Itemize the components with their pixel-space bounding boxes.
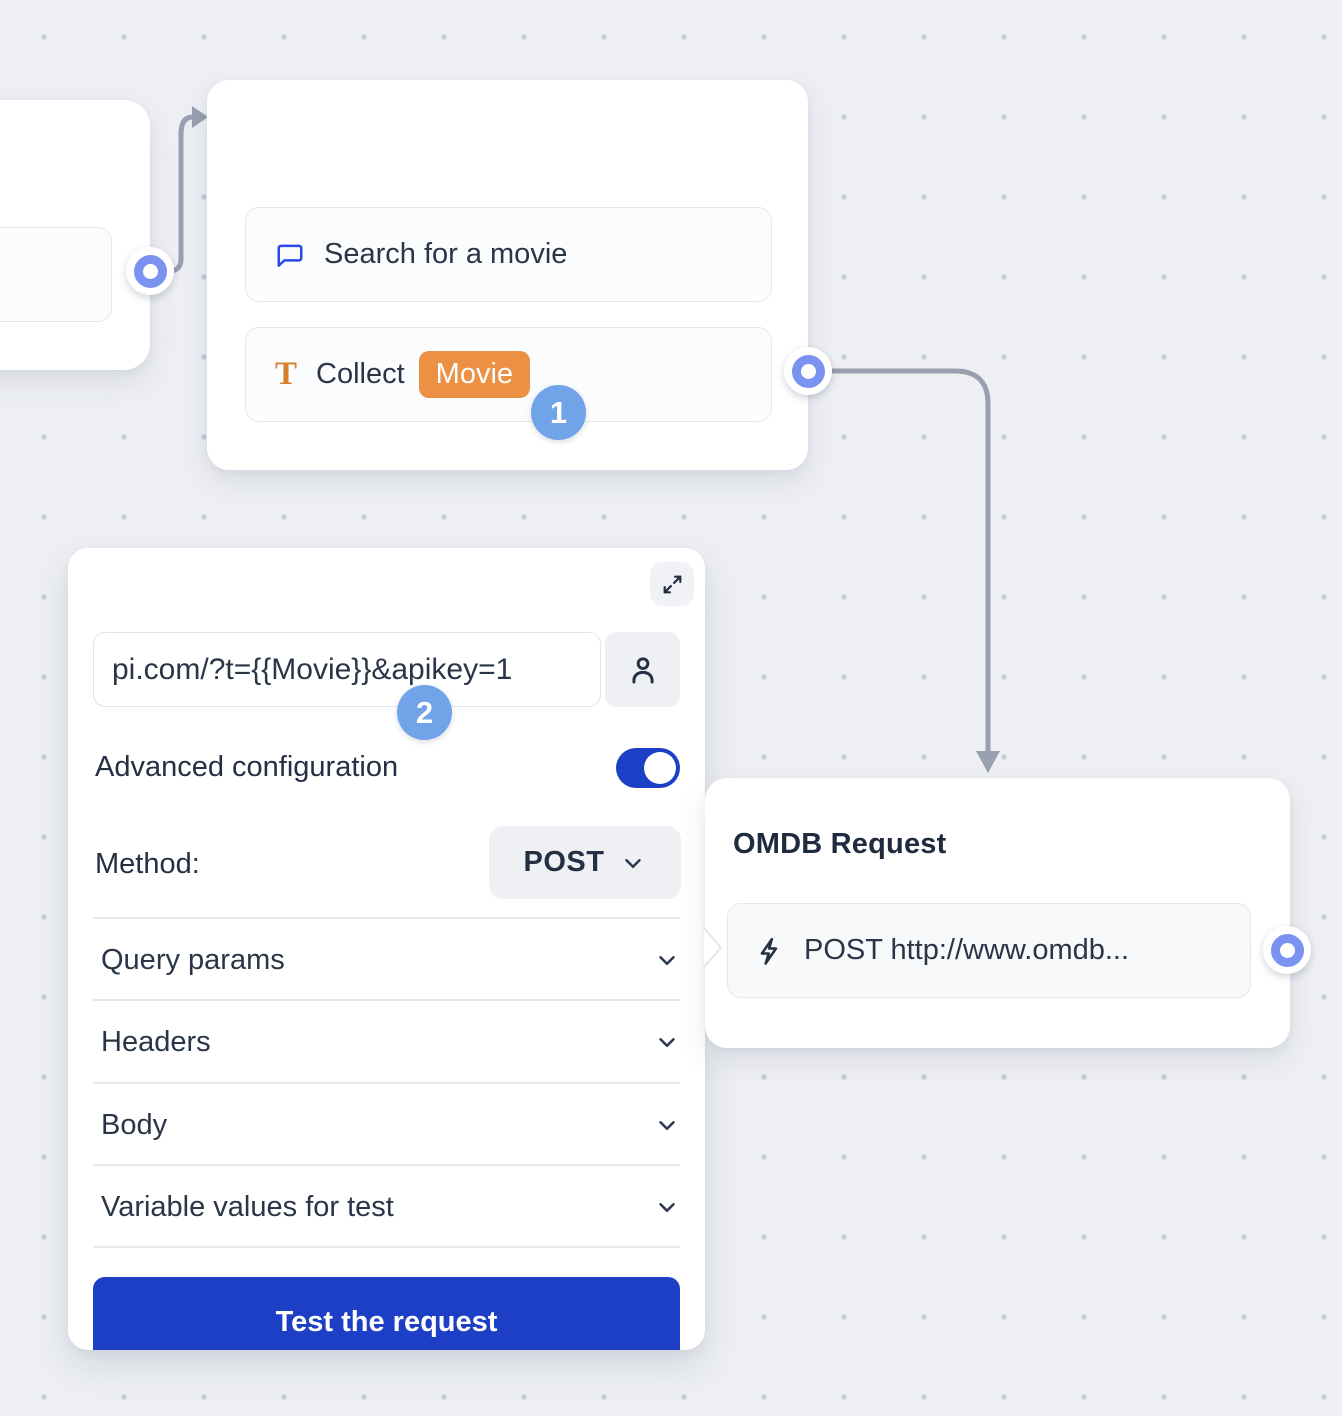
divider xyxy=(93,917,680,919)
port-ring xyxy=(133,254,167,288)
method-value: POST xyxy=(523,846,605,878)
step-label: Collect xyxy=(316,358,405,390)
test-request-button[interactable]: Test the request xyxy=(93,1277,680,1350)
divider xyxy=(93,999,680,1001)
collect-input-step[interactable]: T Collect Movie xyxy=(245,327,772,422)
divider xyxy=(93,1164,680,1166)
chevron-down-icon xyxy=(654,1112,680,1138)
chevron-down-icon xyxy=(654,1194,680,1220)
chat-bubble-icon xyxy=(275,240,305,270)
output-port-movie-search[interactable] xyxy=(784,347,832,395)
omdb-input-notch xyxy=(703,927,722,968)
output-port-previous-node[interactable] xyxy=(126,247,174,295)
toggle-knob xyxy=(644,752,676,784)
webhook-step[interactable]: POST http://www.omdb... xyxy=(727,903,1251,998)
wire-arrowhead-down xyxy=(976,751,1000,773)
step-badge-1: 1 xyxy=(531,385,586,440)
url-input[interactable] xyxy=(93,632,601,707)
step-badge-2: 2 xyxy=(397,685,452,740)
send-message-step[interactable]: Search for a movie xyxy=(245,207,772,302)
chevron-down-icon xyxy=(654,947,680,973)
port-ring xyxy=(791,354,825,388)
method-select[interactable]: POST xyxy=(489,826,681,899)
section-variable-values[interactable]: Variable values for test xyxy=(93,1166,680,1248)
section-headers[interactable]: Headers xyxy=(93,1001,680,1083)
expand-icon xyxy=(660,572,685,597)
omdb-request-node[interactable]: OMDB Request POST http://www.omdb... xyxy=(705,778,1290,1048)
expand-button[interactable] xyxy=(650,562,694,606)
section-label: Variable values for test xyxy=(101,1190,394,1223)
section-label: Body xyxy=(101,1108,168,1141)
variables-button[interactable] xyxy=(605,632,680,707)
wire-movie-search-to-omdb xyxy=(819,368,991,755)
chevron-down-icon xyxy=(620,850,646,876)
variable-chip-movie[interactable]: Movie xyxy=(418,351,531,398)
text-type-icon: T xyxy=(275,356,298,392)
section-label: Query params xyxy=(101,943,285,976)
method-label: Method: xyxy=(95,848,200,880)
section-query-params[interactable]: Query params xyxy=(93,919,680,1001)
wire-arrowhead-right xyxy=(192,106,208,128)
lightning-icon xyxy=(755,936,785,966)
step-label: Search for a movie xyxy=(324,238,568,270)
webhook-config-panel[interactable]: Advanced configuration Method: POST Quer… xyxy=(68,548,705,1350)
advanced-configuration-label: Advanced configuration xyxy=(95,751,399,783)
person-icon xyxy=(626,653,660,687)
port-ring xyxy=(1270,933,1304,967)
step-label: POST http://www.omdb... xyxy=(804,934,1130,966)
previous-node-item[interactable] xyxy=(0,227,112,322)
wire-previous-to-movie-search xyxy=(154,114,198,274)
advanced-configuration-toggle[interactable] xyxy=(616,748,680,788)
section-body[interactable]: Body xyxy=(93,1084,680,1166)
divider xyxy=(93,1082,680,1084)
output-port-omdb-request[interactable] xyxy=(1263,926,1311,974)
chevron-down-icon xyxy=(654,1029,680,1055)
section-label: Headers xyxy=(101,1025,211,1058)
node-title: OMDB Request xyxy=(733,828,947,860)
divider xyxy=(93,1246,680,1248)
previous-node-partial[interactable] xyxy=(0,100,150,370)
movie-search-node[interactable]: Movie search Search for a movie T Collec… xyxy=(207,80,808,470)
